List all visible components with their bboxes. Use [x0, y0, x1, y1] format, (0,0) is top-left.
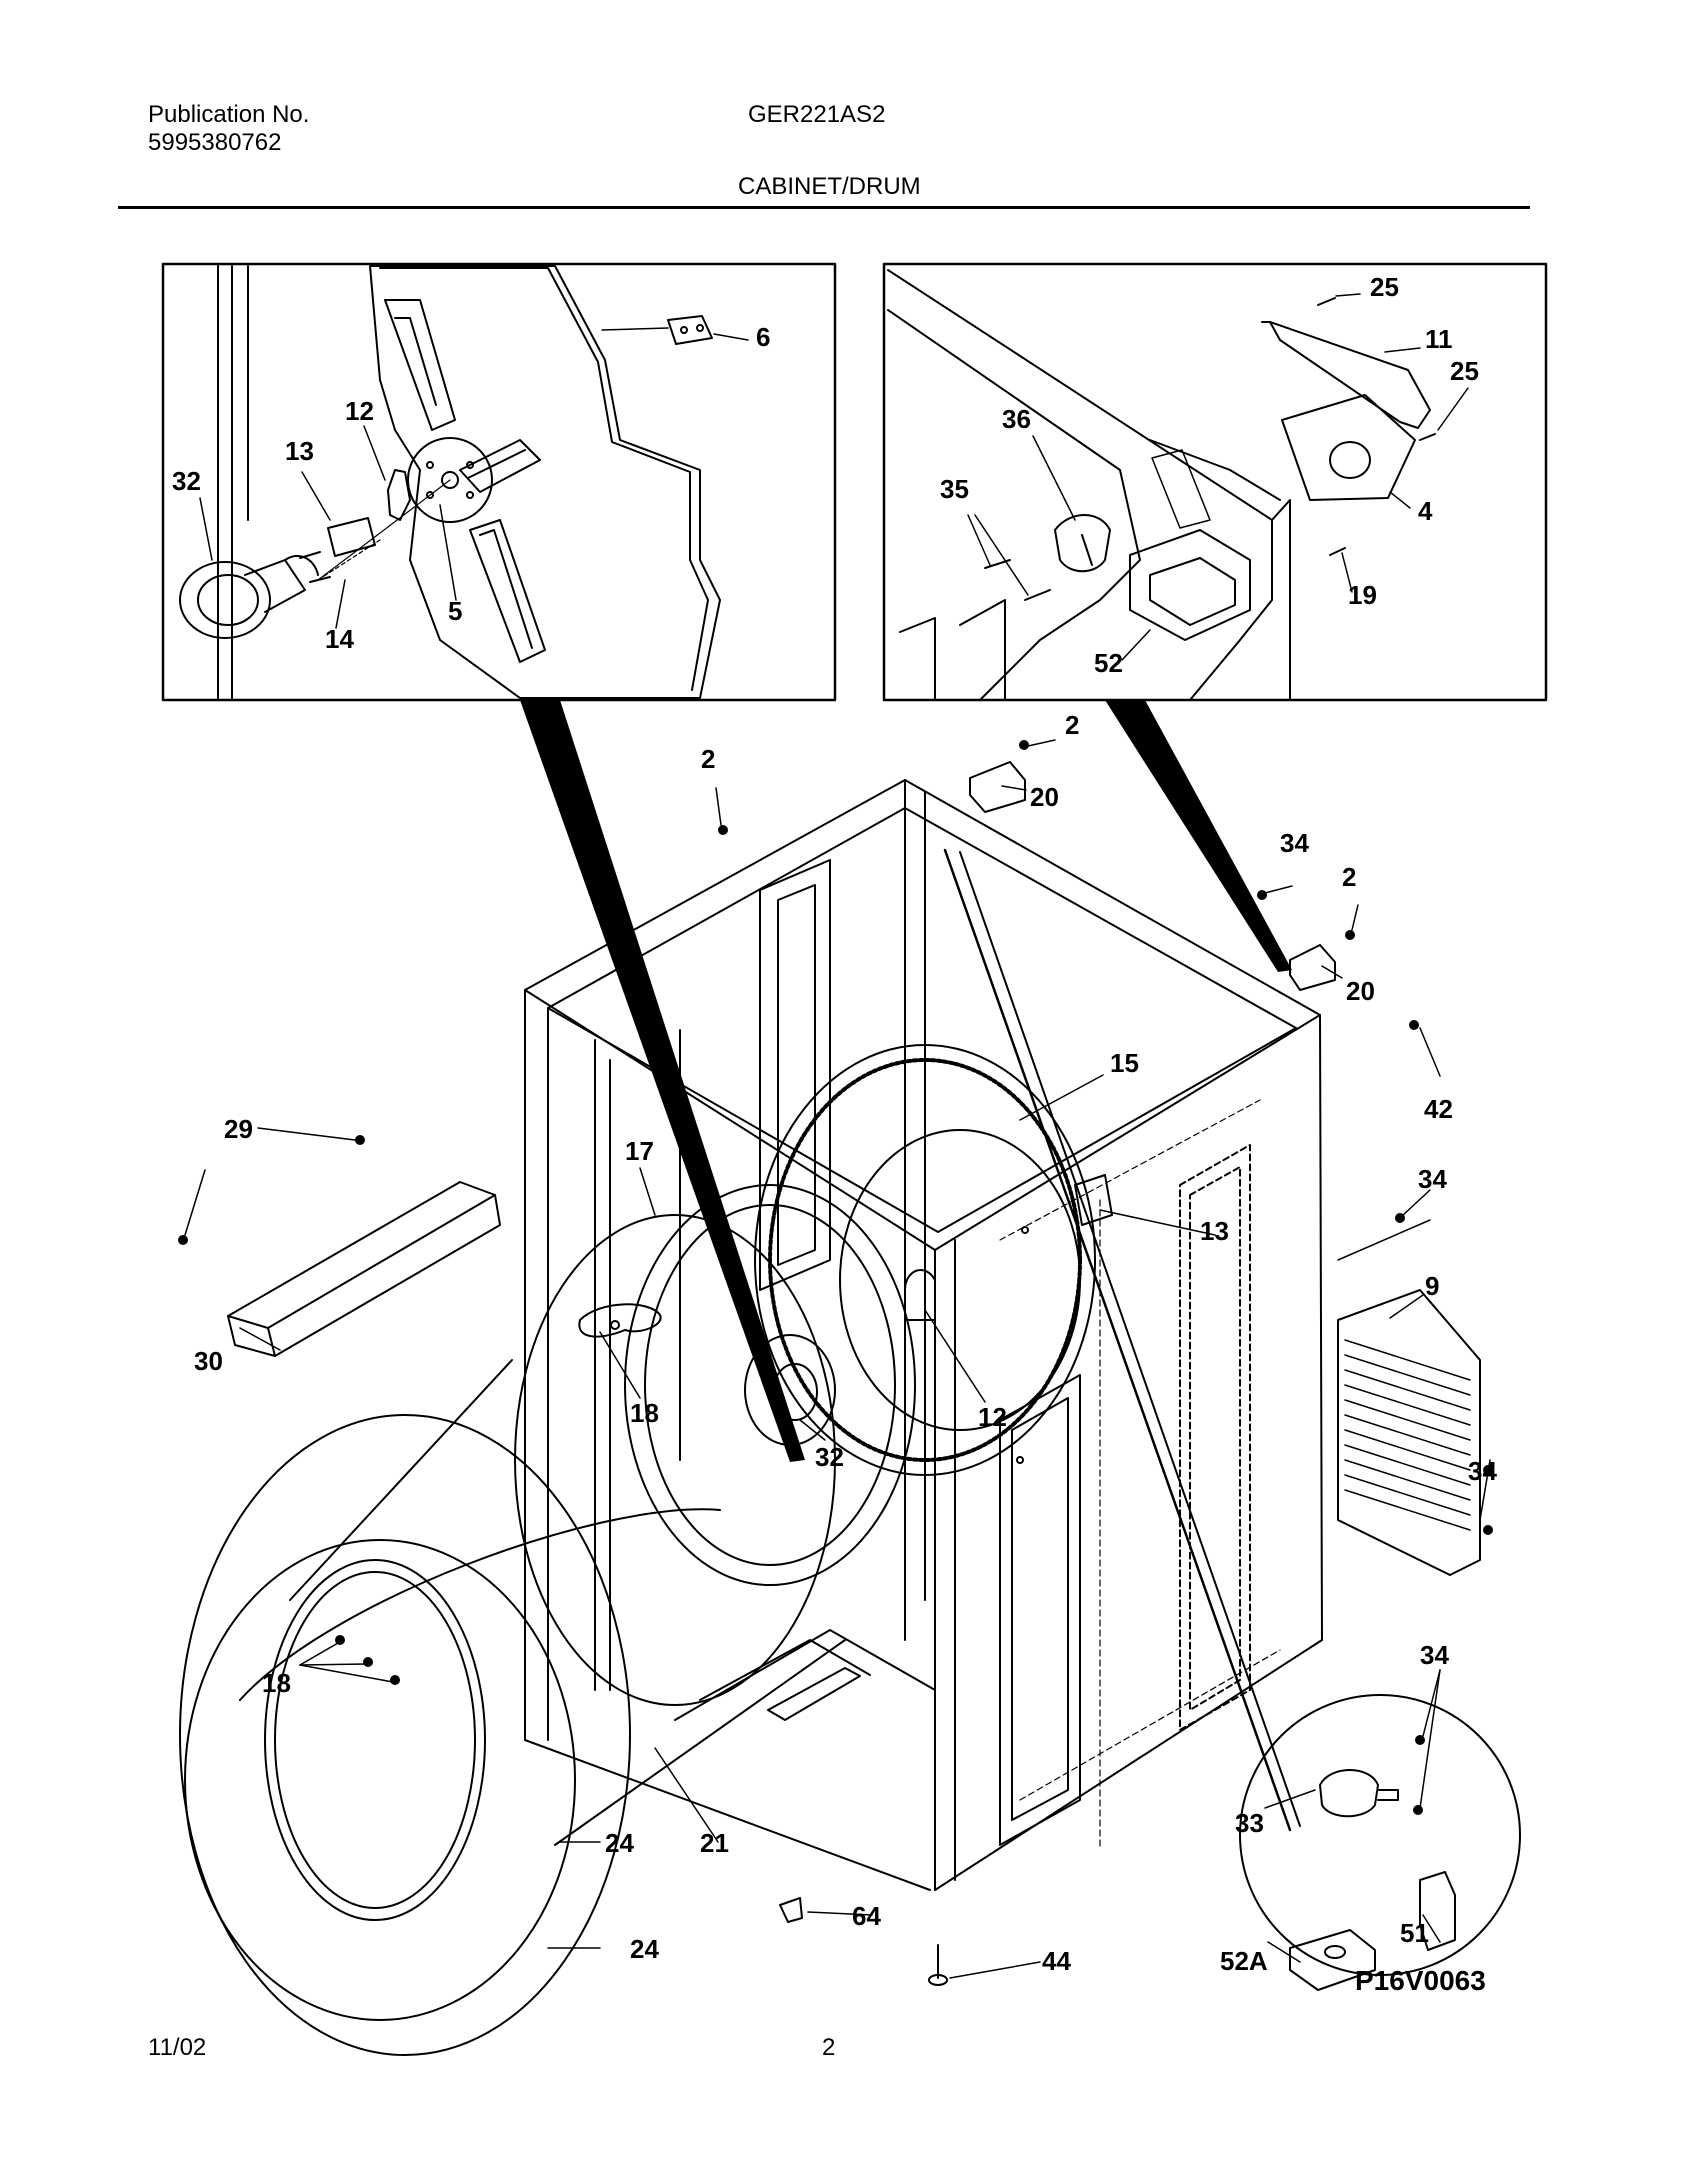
inset-drum-bearing [161, 262, 837, 702]
leader-lines [184, 739, 1491, 1979]
loose-parts [178, 740, 1521, 1991]
callout-51: 51 [1400, 1918, 1429, 1948]
page-number: 2 [822, 2034, 836, 2061]
callout-29: 29 [224, 1114, 253, 1144]
callout-12: 12 [978, 1402, 1007, 1432]
callout-11: 11 [1425, 324, 1453, 354]
callout-44: 44 [1042, 1946, 1071, 1976]
callout-32: 32 [815, 1442, 844, 1472]
callout-17: 17 [625, 1136, 654, 1166]
cabinet-frame [524, 779, 1323, 1891]
callout-34: 34 [1418, 1164, 1447, 1194]
callout-34: 34 [1468, 1456, 1497, 1486]
header-rule [118, 206, 1530, 209]
callout-2: 2 [1065, 710, 1079, 740]
callout-25: 25 [1370, 272, 1399, 302]
drawing-code: P16V0063 [1355, 1965, 1486, 1996]
callout-2: 2 [1342, 862, 1356, 892]
footer-date: 11/02 [148, 2034, 207, 2061]
callout-5: 5 [448, 596, 462, 626]
callout-18: 18 [262, 1668, 291, 1698]
callout-12: 12 [345, 396, 374, 426]
callout-14: 14 [325, 624, 354, 654]
rear-bulkhead [754, 1044, 1113, 1476]
drum [179, 1184, 916, 2056]
callout-36: 36 [1002, 404, 1031, 434]
publication-number: 5995380762 [148, 129, 282, 156]
model-number: GER221AS2 [748, 101, 886, 128]
callout-34: 34 [1420, 1640, 1449, 1670]
callout-9: 9 [1425, 1271, 1439, 1301]
callout-42: 42 [1424, 1094, 1453, 1124]
callout-2: 2 [701, 744, 715, 774]
inset-thermostat-bracket [882, 262, 1548, 702]
callout-24: 24 [630, 1934, 659, 1964]
callout-21: 21 [700, 1828, 729, 1858]
callout-64: 64 [852, 1901, 881, 1931]
callout-52: 52 [1094, 648, 1123, 678]
callout-30: 30 [194, 1346, 223, 1376]
callout-6: 6 [756, 322, 770, 352]
callout-labels: 25 11 25 4 36 35 19 52 6 12 13 32 14 5 2… [172, 272, 1497, 1996]
callout-20: 20 [1346, 976, 1375, 1006]
callout-24: 24 [605, 1828, 634, 1858]
callout-33: 33 [1235, 1808, 1264, 1838]
magnification-wedges [520, 700, 1292, 1462]
callout-32: 32 [172, 466, 201, 496]
callout-13: 13 [1200, 1216, 1229, 1246]
callout-20: 20 [1030, 782, 1059, 812]
callout-15: 15 [1110, 1048, 1139, 1078]
callout-4: 4 [1418, 496, 1433, 526]
section-title: CABINET/DRUM [738, 173, 921, 200]
callout-25: 25 [1450, 356, 1479, 386]
callout-13: 13 [285, 436, 314, 466]
callout-52a: 52A [1220, 1946, 1268, 1976]
callout-18: 18 [630, 1398, 659, 1428]
publication-label: Publication No. [148, 101, 310, 128]
callout-34: 34 [1280, 828, 1309, 858]
callout-19: 19 [1348, 580, 1377, 610]
callout-35: 35 [940, 474, 969, 504]
